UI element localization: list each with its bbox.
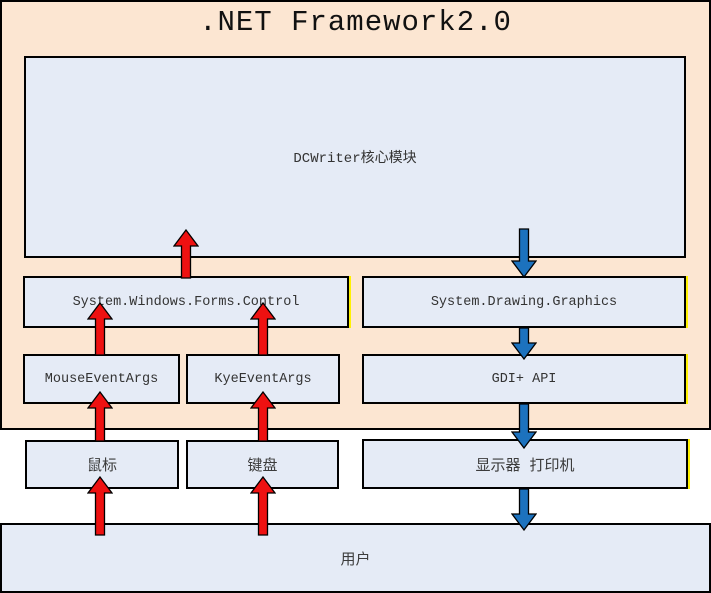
node-user-label: 用户 xyxy=(340,551,371,569)
node-dcwriter-core-label: DCWriter核心模块 xyxy=(293,151,417,167)
down-arrow-icon-display-to-user xyxy=(511,488,537,531)
node-drawing-graphics-label: System.Drawing.Graphics xyxy=(430,294,618,310)
node-gdi-api: GDI+ API xyxy=(362,354,686,404)
node-forms-control: System.Windows.Forms.Control xyxy=(23,276,349,328)
up-arrow-icon-user-to-mouse xyxy=(87,476,113,536)
down-arrow-icon-dcwriter-to-graphics xyxy=(511,228,537,278)
down-arrow-icon-graphics-to-gdi xyxy=(511,327,537,360)
node-keyboard-device-label: 键盘 xyxy=(247,458,278,475)
node-keyboard-device: 键盘 xyxy=(186,440,339,489)
node-forms-control-label: System.Windows.Forms.Control xyxy=(72,294,300,310)
node-dcwriter-core: DCWriter核心模块 xyxy=(24,56,686,258)
node-gdi-api-label: GDI+ API xyxy=(491,371,557,387)
node-user: 用户 xyxy=(0,523,711,593)
up-arrow-icon-mouse-to-mouseargs xyxy=(87,391,113,442)
up-arrow-icon-keyboard-to-keyargs xyxy=(250,391,276,442)
diagram-title: .NET Framework2.0 xyxy=(199,6,512,39)
node-key-event-args-label: KyeEventArgs xyxy=(214,371,312,387)
up-arrow-icon-control-to-dcwriter xyxy=(173,229,199,279)
down-arrow-icon-gdi-to-display xyxy=(511,403,537,449)
up-arrow-icon-keyargs-to-control xyxy=(250,302,276,356)
node-drawing-graphics: System.Drawing.Graphics xyxy=(362,276,686,328)
node-mouse-device-label: 鼠标 xyxy=(86,458,117,475)
node-mouse-event-args-label: MouseEventArgs xyxy=(44,371,159,387)
node-display-printer-label: 显示器 打印机 xyxy=(475,457,575,475)
up-arrow-icon-user-to-keyboard xyxy=(250,476,276,536)
up-arrow-icon-mouseargs-to-control xyxy=(87,302,113,356)
